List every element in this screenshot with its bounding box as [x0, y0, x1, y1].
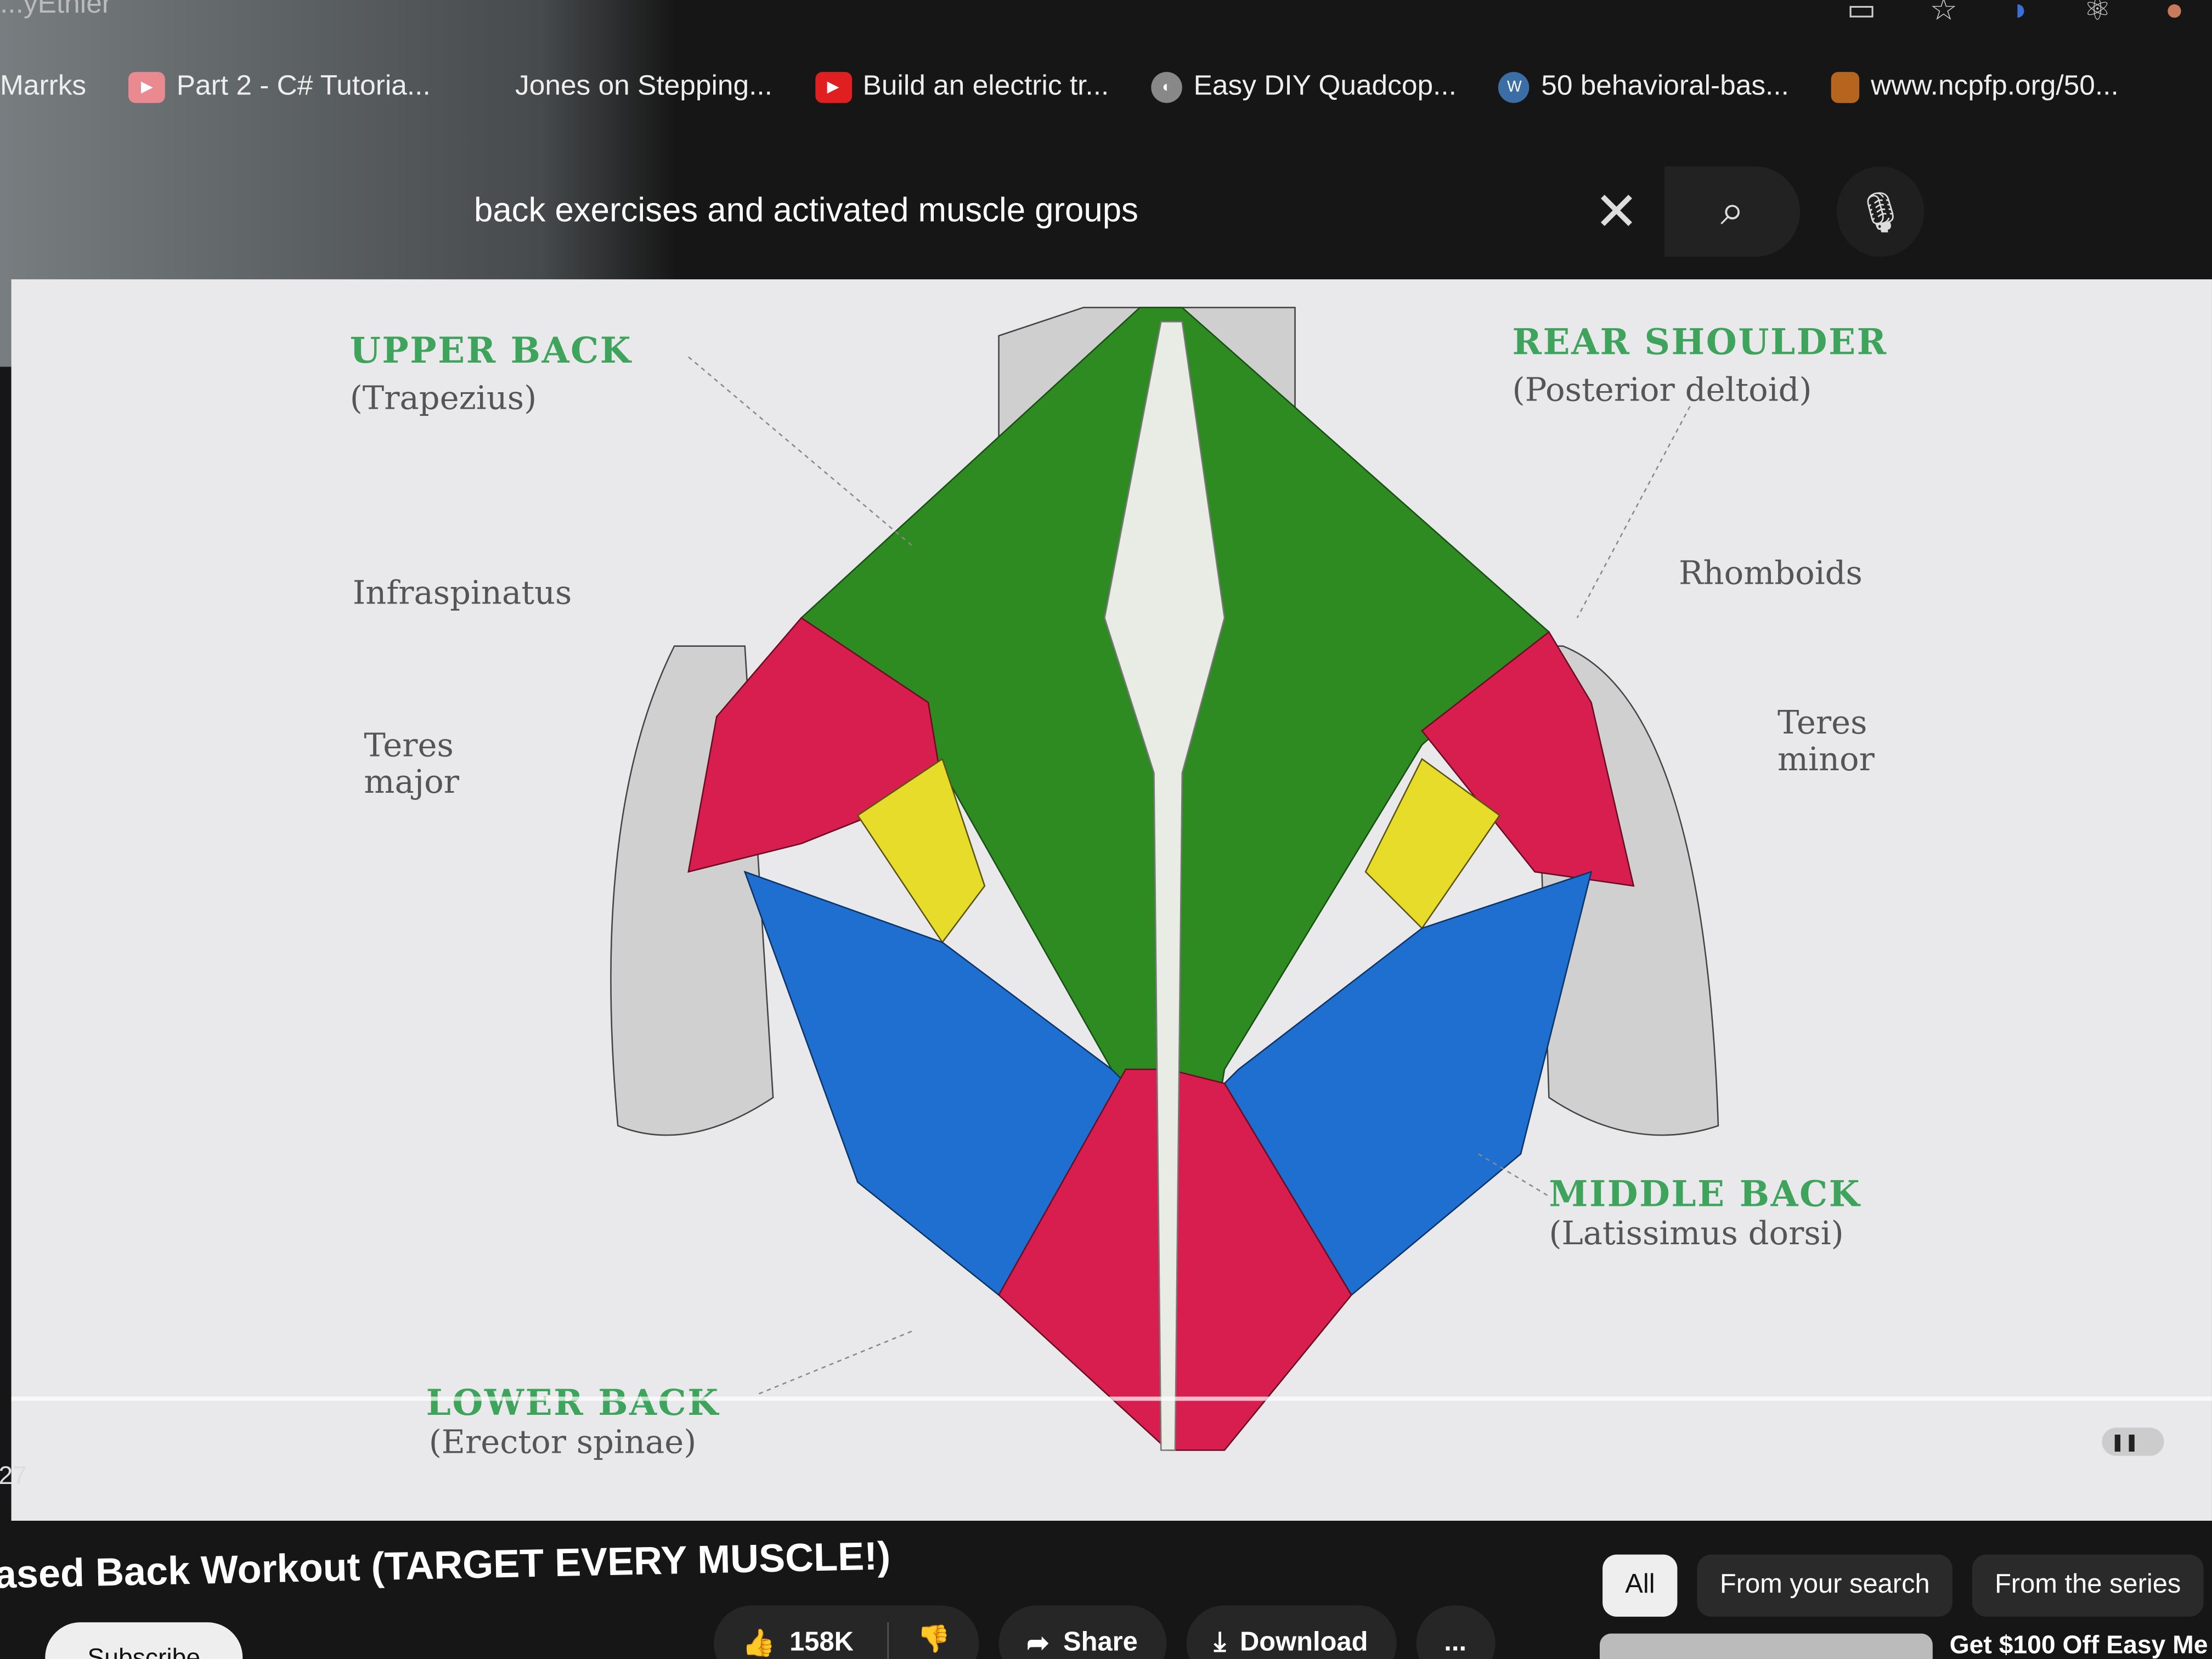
ad-thumbnail[interactable] — [1599, 1633, 1933, 1659]
bookmark[interactable]: Jones on Stepping... — [515, 70, 772, 102]
youtube-icon: ▶ — [128, 71, 166, 103]
label-middle-back: MIDDLE BACK — [1549, 1173, 1861, 1215]
label-trapezius: (Trapezius) — [349, 381, 537, 418]
search-input[interactable]: back exercises and activated muscle grou… — [473, 191, 1138, 230]
label-posterior-deltoid: (Posterior deltoid) — [1512, 372, 1812, 409]
search-icon: ⌕ — [1720, 187, 1745, 234]
label-latissimus-dorsi: (Latissimus dorsi) — [1549, 1216, 1844, 1253]
video-time: :27 — [0, 1461, 27, 1490]
bookmark[interactable]: ◐Easy DIY Quadcop... — [1151, 71, 1457, 103]
dislike-icon[interactable]: 👎 — [887, 1622, 951, 1659]
like-button[interactable]: 👍158K👎 — [714, 1605, 979, 1659]
leader-line — [1576, 405, 1691, 618]
label-infraspinatus: Infraspinatus — [352, 575, 572, 612]
chip-all[interactable]: All — [1602, 1554, 1678, 1617]
share-icon: ➦ — [1026, 1628, 1049, 1658]
more-actions-button[interactable]: ... — [1415, 1605, 1495, 1659]
video-progress-bar[interactable] — [11, 1396, 2212, 1401]
profile-icon[interactable]: ● — [2165, 0, 2184, 27]
leader-line — [1478, 1153, 1550, 1197]
site-icon — [1831, 71, 1860, 103]
infraspinatus-left — [856, 758, 986, 944]
leader-line — [758, 1329, 915, 1395]
video-player[interactable]: UPPER BACK (Trapezius) REAR SHOULDER (Po… — [11, 279, 2212, 1521]
search-button[interactable]: ⌕ — [1664, 166, 1801, 257]
related-filter-chips: All From your search From the series — [1602, 1554, 2204, 1617]
spine — [1104, 320, 1226, 1451]
download-button[interactable]: ⤓Download — [1186, 1605, 1396, 1659]
label-lower-back: LOWER BACK — [426, 1382, 720, 1424]
bookmarks-bar: Marrks ▶Part 2 - C# Tutoria... Jones on … — [0, 71, 2119, 103]
voice-search-button[interactable]: 🎙 — [1836, 166, 1925, 257]
back-muscles-diagram — [610, 307, 1719, 1451]
bookmark[interactable]: ▶Part 2 - C# Tutoria... — [128, 71, 431, 103]
share-button[interactable]: ➦Share — [998, 1605, 1166, 1659]
microphone-icon: 🎙 — [1855, 189, 1906, 234]
video-title: ased Back Workout (TARGET EVERY MUSCLE!) — [0, 1534, 891, 1596]
download-icon: ⤓ — [1214, 1628, 1226, 1658]
label-upper-back: UPPER BACK — [349, 330, 633, 371]
browser-toolbar-icons: ▭ ☆ ◗ ⚛ ● — [1847, 0, 2183, 28]
chip-from-your-search[interactable]: From your search — [1697, 1554, 1953, 1617]
subscribe-button[interactable]: Subscribe — [45, 1622, 243, 1659]
extension-icon[interactable]: ◗ — [2011, 0, 2030, 27]
clear-search-icon[interactable]: ✕ — [1594, 183, 1639, 243]
label-erector-spinae: (Erector spinae) — [428, 1425, 697, 1462]
globe-icon: ◐ — [1151, 71, 1183, 103]
chip-from-the-series[interactable]: From the series — [1972, 1554, 2204, 1617]
youtube-icon: ▶ — [815, 71, 851, 103]
atom-icon[interactable]: ⚛ — [2083, 0, 2112, 27]
thumbs-up-icon: 👍 — [742, 1629, 776, 1659]
ad-title[interactable]: Get $100 Off Easy Me — [1949, 1630, 2208, 1659]
address-bar-url[interactable]: ...yEthier — [0, 0, 111, 20]
label-rear-shoulder: REAR SHOULDER — [1512, 321, 1888, 363]
bookmark[interactable]: www.ncpfp.org/50... — [1831, 71, 2119, 103]
video-actions: 👍158K👎 ➦Share ⤓Download ... — [714, 1605, 1495, 1659]
leader-line — [688, 356, 915, 548]
bookmark[interactable]: ▶Build an electric tr... — [815, 71, 1109, 103]
autoplay-toggle[interactable]: ❚❚ — [2102, 1427, 2164, 1456]
cast-icon[interactable]: ▭ — [1847, 0, 1876, 27]
bookmark[interactable]: Marrks — [0, 70, 87, 102]
label-rhomboids: Rhomboids — [1678, 556, 1863, 592]
wordpress-icon: W — [1499, 71, 1530, 103]
star-icon[interactable]: ☆ — [1929, 0, 1958, 27]
